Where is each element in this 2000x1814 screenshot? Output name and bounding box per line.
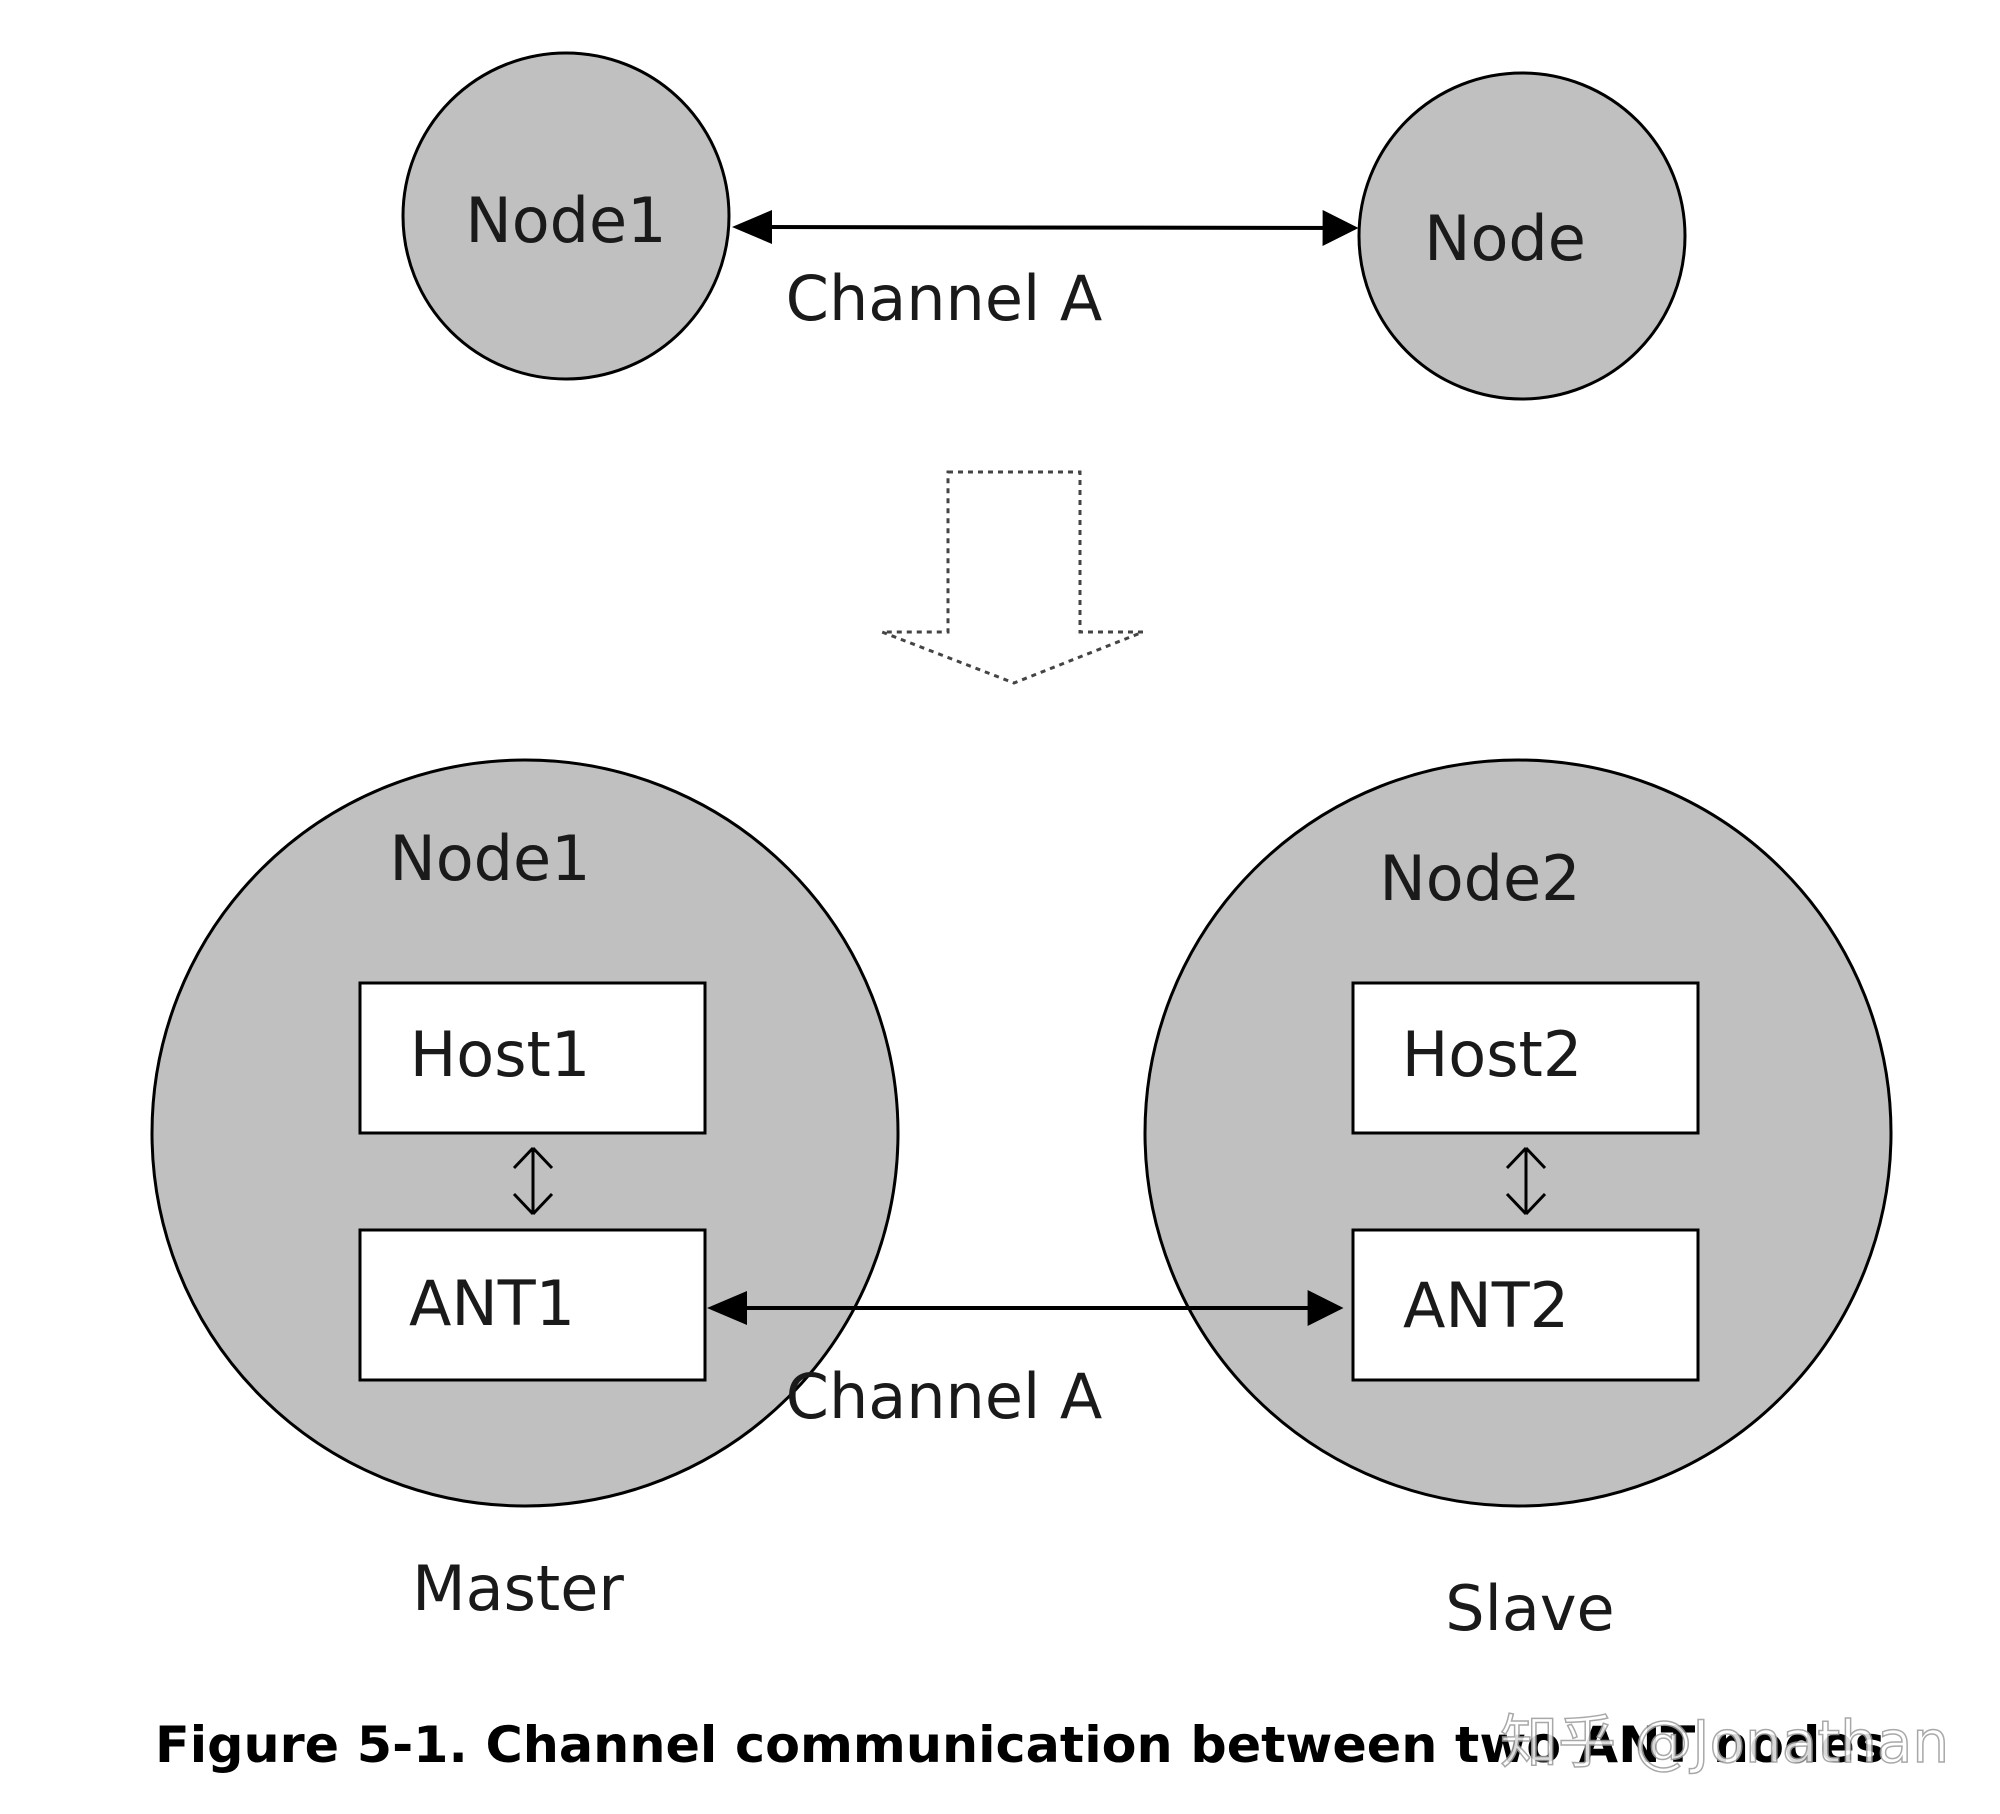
top-right-node-label: Node: [1424, 202, 1586, 275]
top-left-node-label: Node1: [465, 184, 666, 257]
bottom-channel-arrowhead-left: [707, 1291, 747, 1325]
top-channel-arrow: [739, 209, 1359, 246]
host1-ant1-link: [512, 1146, 554, 1216]
ant1-label: ANT1: [409, 1267, 575, 1340]
bottom-channel-label: Channel A: [786, 1360, 1103, 1433]
bottom-section: Node1 Host1 ANT1 Node2 Host2 ANT2: [150, 758, 1893, 1645]
watermark-text: 知乎 @Jonathan: [1500, 1708, 1949, 1776]
transition-down-arrow: [881, 470, 1144, 685]
ant1-box: [358, 1228, 707, 1382]
bottom-right-node-label: Node2: [1379, 842, 1580, 915]
host1-box: [358, 981, 707, 1135]
top-left-node: [401, 51, 731, 381]
host2-box: [1351, 981, 1700, 1135]
figure-caption: Figure 5-1. Channel communication betwee…: [155, 1716, 1885, 1774]
top-channel-label: Channel A: [786, 262, 1103, 335]
host2-ant2-link: [1505, 1146, 1547, 1216]
slave-label: Slave: [1445, 1572, 1614, 1645]
bottom-left-node-label: Node1: [389, 822, 590, 895]
top-section: Node1 Node Channel A: [401, 51, 1687, 401]
top-right-node: [1357, 71, 1687, 401]
ant2-box: [1351, 1228, 1700, 1382]
host2-label: Host2: [1402, 1018, 1583, 1091]
host1-label: Host1: [410, 1018, 591, 1091]
ant2-label: ANT2: [1403, 1269, 1569, 1342]
top-channel-arrowhead-left: [732, 210, 772, 244]
master-label: Master: [412, 1552, 624, 1625]
